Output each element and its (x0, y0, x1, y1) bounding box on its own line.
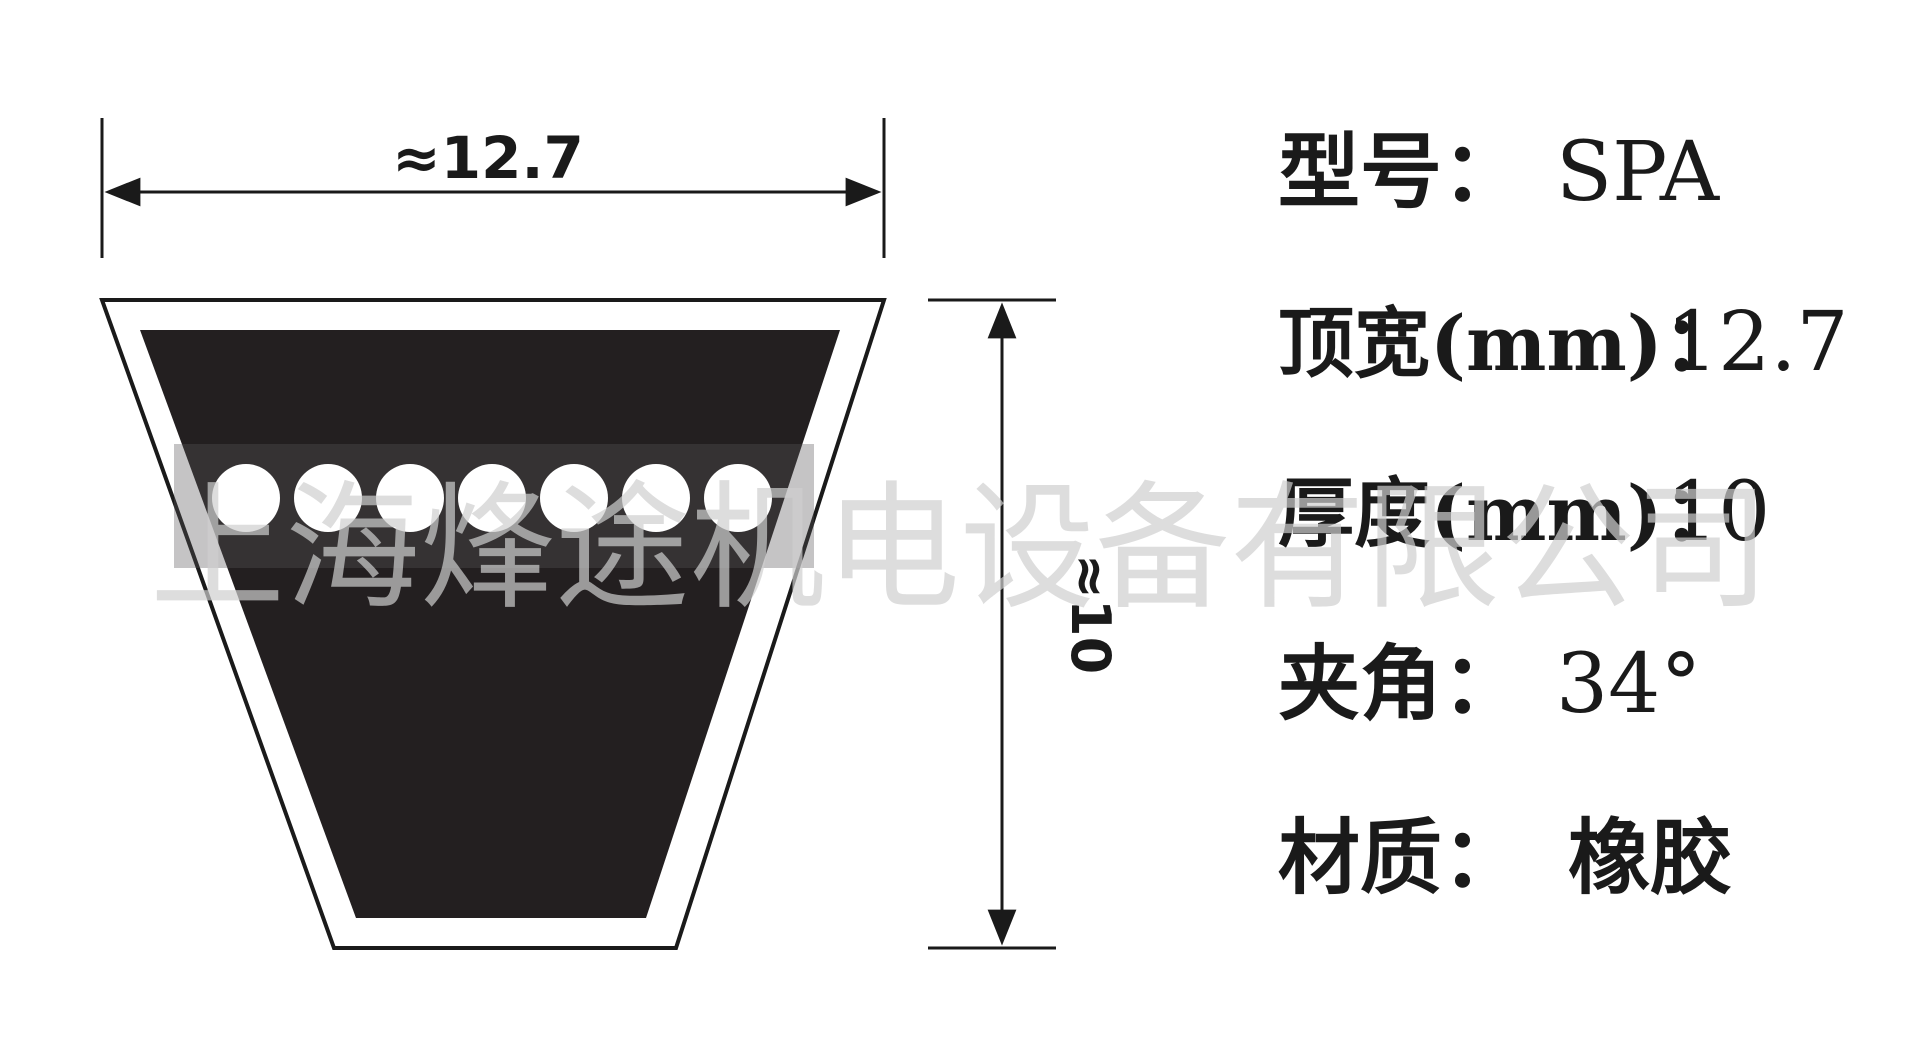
spec-material-label: 材质： (1278, 810, 1524, 906)
cord-5 (540, 464, 608, 532)
spec-model: 型号： SPA (1278, 124, 1721, 220)
spec-angle-label: 夹角： (1278, 636, 1524, 732)
thickness-dim-label: ≈10 (1059, 554, 1122, 674)
width-dim-label: ≈12.7 (392, 124, 584, 192)
spec-thickness-label: 厚度(mm)： (1278, 469, 1739, 558)
spec-model-value: SPA (1556, 125, 1721, 220)
cord-7 (704, 464, 772, 532)
cord-row (212, 464, 772, 532)
cord-1 (212, 464, 280, 532)
company-watermark: 上海烽途机电设备有限公司 (150, 468, 1770, 629)
spec-top-width: 顶宽(mm)： 12.7 (1278, 295, 1849, 390)
spec-thickness: 厚度(mm)： 10 (1278, 465, 1770, 560)
spec-material-value: 橡胶 (1568, 810, 1732, 906)
cord-3 (376, 464, 444, 532)
spec-top-width-value: 12.7 (1666, 295, 1849, 390)
spec-thickness-value: 10 (1666, 465, 1770, 560)
cord-4 (458, 464, 526, 532)
cord-6 (622, 464, 690, 532)
spec-angle: 夹角： 34° (1278, 636, 1701, 732)
spec-material: 材质： 橡胶 (1278, 810, 1732, 906)
spec-angle-value: 34° (1556, 637, 1701, 732)
cord-2 (294, 464, 362, 532)
spec-top-width-label: 顶宽(mm)： (1278, 299, 1739, 388)
spec-model-label: 型号： (1278, 124, 1524, 220)
